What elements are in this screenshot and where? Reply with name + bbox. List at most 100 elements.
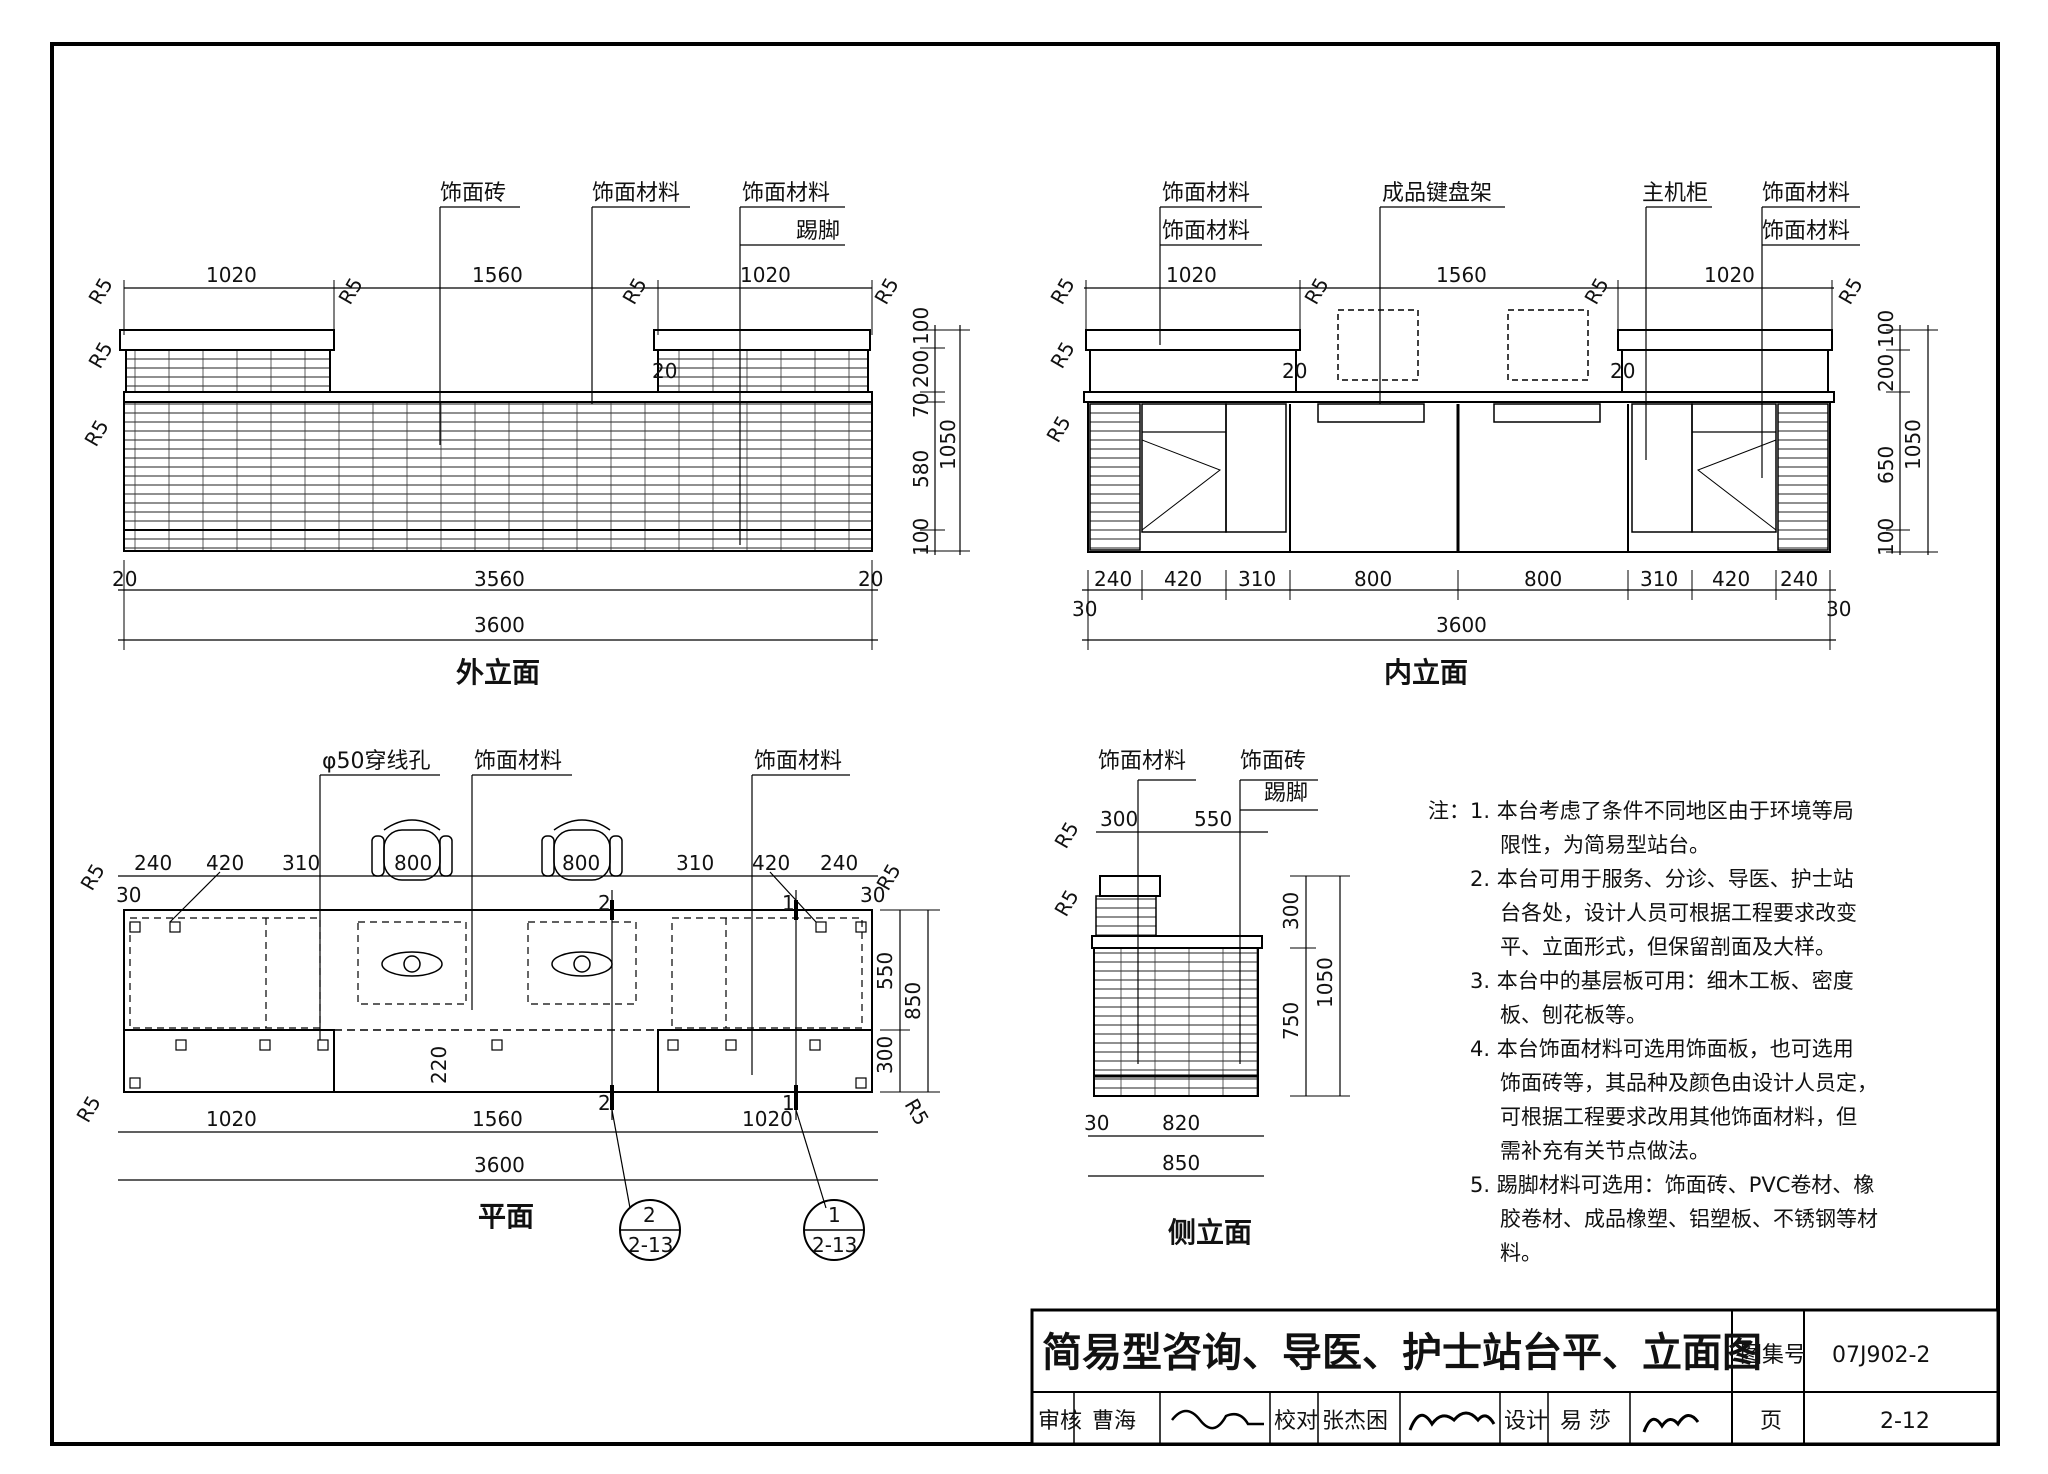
label-finish-material: 饰面材料 (1762, 219, 1850, 244)
designer-signature (1642, 1414, 1700, 1433)
section-mark-2: 2 (598, 891, 611, 915)
chair-icon (541, 819, 623, 881)
drawing-title: 简易型咨询、导医、护士站台平、立面图 (1042, 1330, 1762, 1376)
dim-1020: 1020 (1166, 263, 1217, 287)
dim-1020: 1020 (206, 263, 257, 287)
dim-850: 850 (1162, 1151, 1200, 1175)
dim-1050: 1050 (1313, 957, 1337, 1008)
atlas-label: 图集号 (1740, 1343, 1806, 1368)
dim-300: 300 (1100, 807, 1138, 831)
dim-420: 420 (1164, 567, 1202, 591)
note-line: 2. 本台可用于服务、分诊、导医、护士站 (1470, 867, 1854, 891)
designer-name: 易 莎 (1560, 1409, 1611, 1434)
dim-240: 240 (1094, 567, 1132, 591)
radius-r5: R5 (84, 273, 118, 308)
label-finish-tile: 饰面砖 (1240, 749, 1306, 774)
dim-310: 310 (1238, 567, 1276, 591)
dim-20: 20 (1282, 359, 1307, 383)
section-callout-2: 2 2-13 (619, 1199, 681, 1261)
svg-text:2: 2 (643, 1203, 656, 1227)
radius-r5: R5 (84, 337, 118, 372)
dim-20: 20 (858, 567, 883, 591)
view-title-inner: 内立面 (1384, 656, 1468, 689)
note-line: 3. 本台中的基层板可用：细木工板、密度 (1470, 969, 1854, 993)
label-finish-material: 饰面材料 (1098, 749, 1186, 774)
note-line: 平、立面形式，但保留剖面及大样。 (1500, 935, 1836, 959)
section-mark-1: 1 (782, 1091, 795, 1115)
side-elevation: 饰面材料 饰面砖 踢脚 300 550 R5 R5 300 750 1050 3… (1050, 749, 1350, 1249)
note-line: 可根据工程要求改用其他饰面材料，但 (1500, 1105, 1857, 1129)
page-label: 页 (1760, 1409, 1782, 1434)
dim-200: 200 (909, 350, 933, 388)
section-mark-2: 2 (598, 1091, 611, 1115)
dim-20: 20 (112, 567, 137, 591)
dim-800: 800 (1354, 567, 1392, 591)
section-callout-1: 1 2-13 (803, 1199, 865, 1261)
dim-30: 30 (116, 883, 141, 907)
dim-3560: 3560 (474, 567, 525, 591)
dim-420: 420 (1712, 567, 1750, 591)
dim-420: 420 (206, 851, 244, 875)
radius-r5: R5 (76, 859, 110, 894)
note-line: 需补充有关节点做法。 (1500, 1139, 1710, 1163)
dim-1560: 1560 (1436, 263, 1487, 287)
dim-3600: 3600 (474, 613, 525, 637)
dim-750: 750 (1279, 1002, 1303, 1040)
reviewer-name: 曹海 (1092, 1409, 1136, 1434)
note-line: 板、刨花板等。 (1500, 1003, 1647, 1027)
dim-3600: 3600 (474, 1153, 525, 1177)
check-label: 校对 (1274, 1409, 1318, 1434)
dim-800: 800 (394, 851, 432, 875)
label-keyboard-tray: 成品键盘架 (1382, 181, 1492, 206)
label-finish-material: 饰面材料 (1162, 219, 1250, 244)
view-title-side: 侧立面 (1168, 1216, 1252, 1249)
radius-r5: R5 (334, 273, 368, 308)
title-block: 简易型咨询、导医、护士站台平、立面图 图集号 07J902-2 审核 曹海 校对… (1030, 1308, 2000, 1446)
notes-prefix: 注： (1428, 799, 1470, 823)
dim-310: 310 (676, 851, 714, 875)
outer-elevation: 饰面砖 饰面材料 饰面材料 踢脚 1020 1560 1020 R5 R5 R5… (80, 181, 970, 689)
dim-240: 240 (1780, 567, 1818, 591)
dim-200: 200 (1874, 354, 1898, 392)
note-line: 料。 (1500, 1241, 1542, 1265)
dim-650: 650 (1874, 446, 1898, 484)
dim-3600: 3600 (1436, 613, 1487, 637)
dim-30: 30 (1084, 1111, 1109, 1135)
plan-view: 2 2 1 1 2 2-13 1 2-13 φ50穿线孔 饰面材料 饰面材料 (72, 749, 940, 1261)
dim-70: 70 (909, 393, 933, 418)
dim-30: 30 (1072, 597, 1097, 621)
svg-text:2-13: 2-13 (628, 1233, 673, 1257)
dim-220: 220 (427, 1046, 451, 1084)
label-finish-material: 饰面材料 (474, 749, 562, 774)
dim-580: 580 (909, 450, 933, 488)
label-finish-material: 饰面材料 (1762, 181, 1850, 206)
radius-r5: R5 (1050, 885, 1084, 920)
dim-100: 100 (909, 518, 933, 556)
notes: 注： 1. 本台考虑了条件不同地区由于环境等局 限性，为简易型站台。 2. 本台… (1428, 799, 1878, 1265)
radius-r5: R5 (1834, 273, 1868, 308)
dim-1050: 1050 (1901, 419, 1925, 470)
dim-820: 820 (1162, 1111, 1200, 1135)
radius-r5: R5 (618, 273, 652, 308)
dim-300: 300 (1279, 892, 1303, 930)
view-title-outer: 外立面 (456, 656, 540, 689)
note-line: 1. 本台考虑了条件不同地区由于环境等局 (1470, 799, 1854, 823)
dim-1560: 1560 (472, 263, 523, 287)
svg-text:1: 1 (828, 1203, 841, 1227)
dim-550: 550 (1194, 807, 1232, 831)
note-line: 4. 本台饰面材料可选用饰面板，也可选用 (1470, 1037, 1854, 1061)
dim-100: 100 (1874, 310, 1898, 348)
note-line: 台各处，设计人员可根据工程要求改变 (1500, 901, 1857, 925)
page-number: 2-12 (1880, 1409, 1930, 1434)
radius-r5: R5 (1046, 337, 1080, 372)
radius-r5: R5 (72, 1091, 106, 1126)
dim-310: 310 (1640, 567, 1678, 591)
dim-1050: 1050 (936, 419, 960, 470)
dim-30: 30 (1826, 597, 1851, 621)
label-kickplate: 踢脚 (796, 219, 840, 244)
label-host-cabinet: 主机柜 (1642, 181, 1708, 206)
radius-r5: R5 (80, 415, 114, 450)
note-line: 5. 踢脚材料可选用：饰面砖、PVC卷材、橡 (1470, 1173, 1874, 1197)
dim-1560: 1560 (472, 1107, 523, 1131)
atlas-number: 07J902-2 (1832, 1343, 1930, 1368)
